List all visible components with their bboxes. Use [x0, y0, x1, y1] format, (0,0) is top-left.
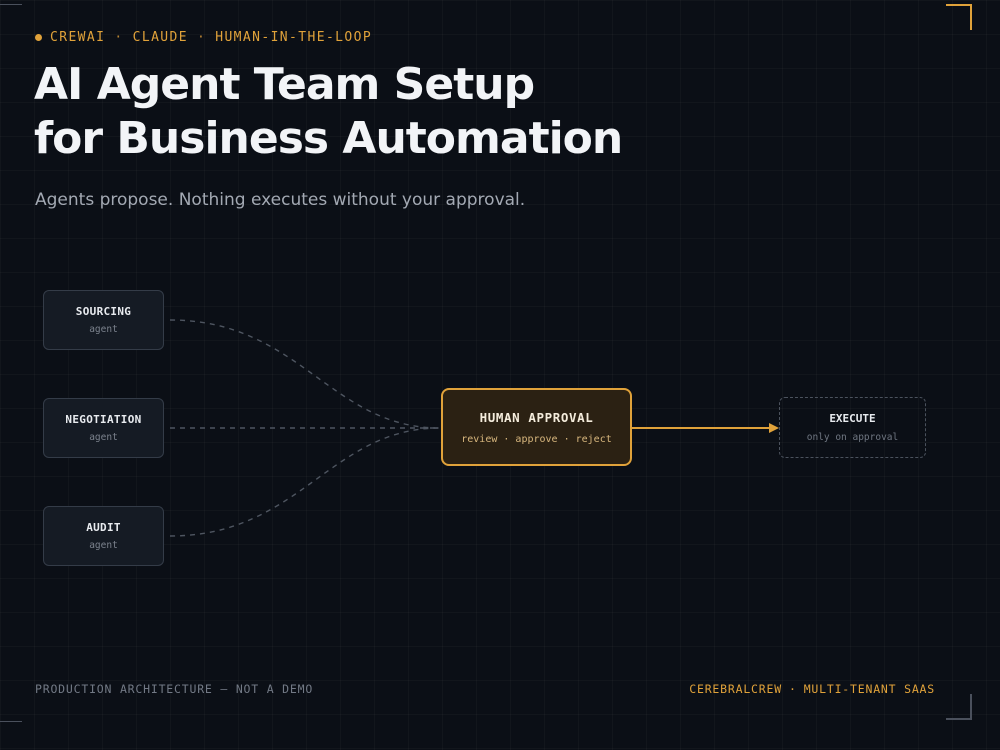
agent-role: agent	[89, 324, 118, 335]
agent-role: agent	[89, 540, 118, 551]
human-approval-node: HUMAN APPROVAL review · approve · reject	[441, 388, 632, 466]
agent-role: agent	[89, 432, 118, 443]
agent-name: NEGOTIATION	[65, 413, 142, 426]
tag-crewai: CREWAI	[50, 30, 106, 45]
approval-actions: review · approve · reject	[461, 433, 612, 445]
accent-dot-icon	[35, 34, 42, 41]
agent-node-sourcing: SOURCING agent	[43, 290, 164, 350]
tag-separator: ·	[196, 30, 207, 45]
agent-name: SOURCING	[75, 305, 132, 318]
footer-left-note: PRODUCTION ARCHITECTURE — NOT A DEMO	[35, 682, 314, 696]
execute-name: EXECUTE	[829, 412, 876, 425]
title-line-2: for Business Automation	[34, 113, 623, 164]
footer-brand: CEREBRALCREW	[689, 682, 782, 696]
corner-mark-top-right	[946, 4, 972, 30]
corner-mark-bottom-left	[0, 721, 22, 722]
execute-node: EXECUTE only on approval	[779, 397, 926, 458]
page-subtitle: Agents propose. Nothing executes without…	[35, 190, 526, 210]
tagline: CREWAI · CLAUDE · HUMAN-IN-THE-LOOP	[35, 30, 372, 45]
footer-product: MULTI-TENANT SAAS	[803, 682, 935, 696]
connector-audit-to-approval	[169, 427, 441, 537]
agent-node-negotiation: NEGOTIATION agent	[43, 398, 164, 458]
footer-separator: ·	[788, 682, 797, 696]
page-title: AI Agent Team Setup for Business Automat…	[34, 58, 734, 166]
approval-name: HUMAN APPROVAL	[479, 409, 594, 425]
connector-sourcing-to-approval	[169, 319, 441, 429]
footer-right-note: CEREBRALCREW · MULTI-TENANT SAAS	[689, 682, 935, 696]
agent-node-audit: AUDIT agent	[43, 506, 164, 566]
execute-condition: only on approval	[806, 432, 899, 443]
tag-claude: CLAUDE	[132, 30, 188, 45]
corner-mark-bottom-right	[946, 694, 972, 720]
agent-name: AUDIT	[86, 521, 121, 534]
tag-human-in-the-loop: HUMAN-IN-THE-LOOP	[215, 30, 373, 45]
corner-mark-top-left	[0, 4, 22, 5]
title-line-1: AI Agent Team Setup	[34, 59, 535, 110]
tag-separator: ·	[114, 30, 124, 45]
